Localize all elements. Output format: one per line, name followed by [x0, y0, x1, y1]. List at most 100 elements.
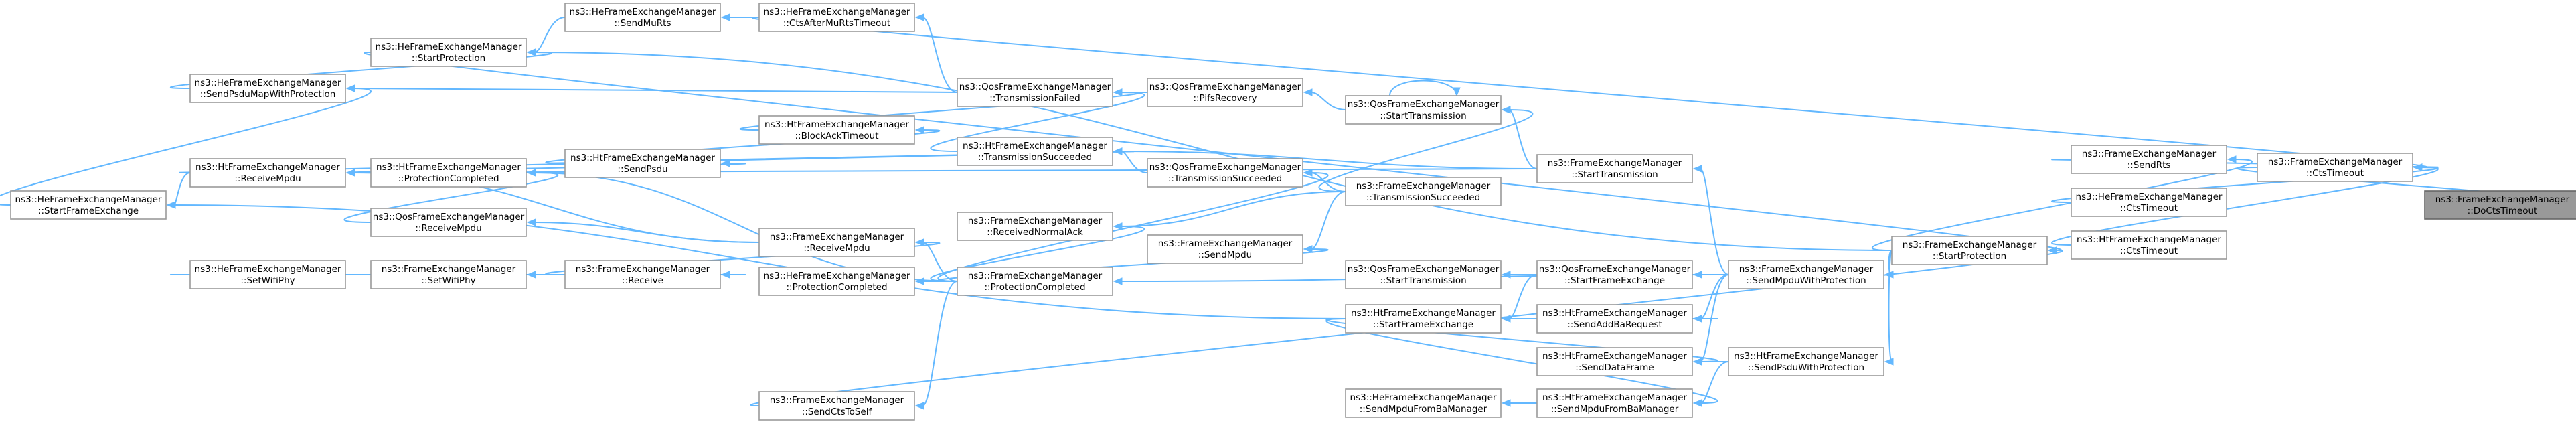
node-class-label: ns3::HtFrameExchangeManager	[195, 162, 340, 173]
node-method-label: ::ProtectionCompleted	[398, 173, 499, 184]
edge-htsfe-to-htsmba	[1325, 318, 1718, 404]
node-ctsto[interactable]: ns3::FrameExchangeManager::CtsTimeout	[2257, 153, 2413, 182]
arrowhead-htsp-to-htbat	[914, 126, 924, 134]
node-fsp[interactable]: ns3::FrameExchangeManager::StartProtecti…	[1891, 236, 2048, 265]
node-method-label: ::StartTransmission	[1571, 169, 1658, 180]
node-method-label: ::ReceiveMpdu	[234, 173, 301, 184]
node-qsfe[interactable]: ns3::QosFrameExchangeManager::StartFrame…	[1536, 260, 1693, 289]
node-method-label: ::TransmissionSucceeded	[978, 152, 1092, 163]
node-box	[758, 115, 915, 145]
node-htaddba[interactable]: ns3::HtFrameExchangeManager::SendAddBaRe…	[1536, 304, 1693, 334]
node-hectsto[interactable]: ns3::HeFrameExchangeManager::CtsTimeout	[2071, 188, 2227, 217]
node-qst[interactable]: ns3::QosFrameExchangeManager::StartTrans…	[1345, 95, 1502, 125]
node-htspwp[interactable]: ns3::HtFrameExchangeManager::SendPsduWit…	[1728, 347, 1884, 376]
node-fpc[interactable]: ns3::FrameExchangeManager::ProtectionCom…	[957, 267, 1113, 296]
node-qts[interactable]: ns3::QosFrameExchangeManager::Transmissi…	[1147, 158, 1303, 188]
arrowhead-hewp-to-fwp	[526, 271, 536, 279]
node-fst[interactable]: ns3::FrameExchangeManager::StartTransmis…	[1536, 154, 1693, 183]
node-hesp[interactable]: ns3::HeFrameExchangeManager::StartProtec…	[370, 38, 527, 67]
edge-qtf-to-hectsmu	[922, 17, 958, 93]
edge-ctsto-to-root	[2237, 167, 2576, 201]
node-fsm[interactable]: ns3::FrameExchangeManager::SendMpdu	[1147, 234, 1303, 264]
edge-frecv-to-frm	[545, 242, 941, 275]
edge-fts-to-qst	[1318, 109, 1534, 192]
edge-htctsto-to-ctsto	[2051, 167, 2439, 246]
node-box	[758, 267, 915, 296]
edge-htspwp-to-htsmba	[1700, 361, 1729, 404]
node-frecv[interactable]: ns3::FrameExchangeManager::Receive	[564, 260, 721, 289]
node-method-label: ::SendPsduWithProtection	[1748, 362, 1864, 373]
node-fwp[interactable]: ns3::FrameExchangeManager::SetWifiPhy	[370, 260, 527, 289]
node-fsendrts[interactable]: ns3::FrameExchangeManager::SendRts	[2071, 145, 2227, 174]
node-fcts[interactable]: ns3::FrameExchangeManager::SendCtsToSelf	[758, 391, 915, 421]
node-method-label: ::StartTransmission	[1380, 110, 1466, 121]
node-method-label: ::SendPsdu	[617, 164, 667, 175]
node-hepsdu[interactable]: ns3::HeFrameExchangeManager::SendPsduMap…	[189, 74, 346, 103]
node-htsp[interactable]: ns3::HtFrameExchangeManager::SendPsdu	[564, 149, 721, 178]
edge-qst-to-qst	[1389, 80, 1457, 96]
node-htts[interactable]: ns3::HtFrameExchangeManager::Transmissio…	[957, 137, 1113, 166]
node-method-label: ::CtsTimeout	[2120, 203, 2178, 214]
node-class-label: ns3::QosFrameExchangeManager	[1149, 82, 1301, 92]
node-hesmba[interactable]: ns3::HeFrameExchangeManager::SendMpduFro…	[1345, 388, 1502, 418]
node-hepc[interactable]: ns3::HeFrameExchangeManager::ProtectionC…	[758, 267, 915, 296]
node-method-label: ::SendMpdu	[1198, 250, 1252, 261]
node-fsmwp[interactable]: ns3::FrameExchangeManager::SendMpduWithP…	[1728, 260, 1884, 289]
node-method-label: ::Receive	[622, 275, 663, 286]
node-frm[interactable]: ns3::FrameExchangeManager::ReceiveMpdu	[758, 228, 915, 257]
node-hesfe[interactable]: ns3::HeFrameExchangeManager::StartFrameE…	[10, 190, 167, 220]
node-box	[370, 208, 527, 237]
node-qtf[interactable]: ns3::QosFrameExchangeManager::Transmissi…	[957, 78, 1113, 107]
node-method-label: ::SetWifiPhy	[240, 275, 295, 286]
node-fts[interactable]: ns3::FrameExchangeManager::TransmissionS…	[1345, 177, 1502, 206]
node-htpc[interactable]: ns3::HtFrameExchangeManager::ProtectionC…	[370, 158, 527, 188]
edge-htsp-to-htbat	[545, 129, 941, 164]
node-hemurts[interactable]: ns3::HeFrameExchangeManager::SendMuRts	[564, 3, 721, 32]
node-qst2[interactable]: ns3::QosFrameExchangeManager::StartTrans…	[1345, 260, 1502, 289]
node-frna[interactable]: ns3::FrameExchangeManager::ReceivedNorma…	[957, 212, 1113, 241]
edge-hesfe-to-hepsdu	[0, 88, 372, 206]
node-root[interactable]: ns3::FrameExchangeManager::DoCtsTimeout	[2424, 190, 2576, 220]
node-box	[1345, 388, 1502, 418]
edge-fts-to-fsm	[1310, 191, 1346, 250]
node-method-label: ::BlockAckTimeout	[795, 131, 879, 141]
node-class-label: ns3::FrameExchangeManager	[1548, 158, 1682, 169]
node-hectsmu[interactable]: ns3::HeFrameExchangeManager::CtsAfterMuR…	[758, 3, 915, 32]
edge-fst-to-htts	[1120, 151, 1538, 169]
node-method-label: ::SendDataFrame	[1575, 362, 1654, 373]
node-box	[2257, 153, 2413, 182]
node-htrm[interactable]: ns3::HtFrameExchangeManager::ReceiveMpdu	[189, 158, 346, 188]
arrowhead-fsmwp-to-fpc	[1113, 277, 1123, 285]
node-htctsto[interactable]: ns3::HtFrameExchangeManager::CtsTimeout	[2071, 230, 2227, 260]
node-class-label: ns3::HtFrameExchangeManager	[1351, 308, 1496, 319]
node-box	[189, 260, 346, 289]
edge-fpc-to-qts	[937, 172, 1329, 282]
arrowhead-qst-to-pifs	[1303, 88, 1313, 96]
node-method-label: ::SendAddBaRequest	[1567, 319, 1662, 330]
node-htsfe[interactable]: ns3::HtFrameExchangeManager::StartFrameE…	[1345, 304, 1502, 334]
node-box	[1728, 347, 1884, 376]
arrowhead-fsp-to-hesp	[526, 48, 536, 56]
node-box	[1536, 388, 1693, 418]
arrowhead-fsp-to-fsendrts	[2227, 155, 2237, 163]
node-method-label: ::TransmissionSucceeded	[1366, 192, 1480, 203]
node-class-label: ns3::HtFrameExchangeManager	[1542, 351, 1687, 362]
edge-qtf-to-hepsdu	[353, 88, 958, 93]
node-hewp[interactable]: ns3::HeFrameExchangeManager::SetWifiPhy	[189, 260, 346, 289]
arrowhead-hectsmu-to-ctsto	[2413, 163, 2423, 171]
edge-fsmwp-to-htaddba	[1700, 274, 1729, 319]
node-htbat[interactable]: ns3::HtFrameExchangeManager::BlockAckTim…	[758, 115, 915, 145]
node-box	[758, 3, 915, 32]
node-class-label: ns3::HeFrameExchangeManager	[195, 78, 341, 88]
node-class-label: ns3::HeFrameExchangeManager	[570, 7, 716, 17]
arrowhead-frm-to-qrm	[526, 218, 536, 226]
node-pifs[interactable]: ns3::QosFrameExchangeManager::PifsRecove…	[1147, 78, 1303, 107]
node-qrm[interactable]: ns3::QosFrameExchangeManager::ReceiveMpd…	[370, 208, 527, 237]
node-box	[370, 260, 527, 289]
node-htsdf[interactable]: ns3::HtFrameExchangeManager::SendDataFra…	[1536, 347, 1693, 376]
node-method-label: ::TransmissionFailed	[989, 93, 1080, 104]
arrowhead-fst-to-htrm	[345, 169, 355, 177]
node-class-label: ns3::FrameExchangeManager	[770, 395, 904, 406]
node-htsmba[interactable]: ns3::HtFrameExchangeManager::SendMpduFro…	[1536, 388, 1693, 418]
